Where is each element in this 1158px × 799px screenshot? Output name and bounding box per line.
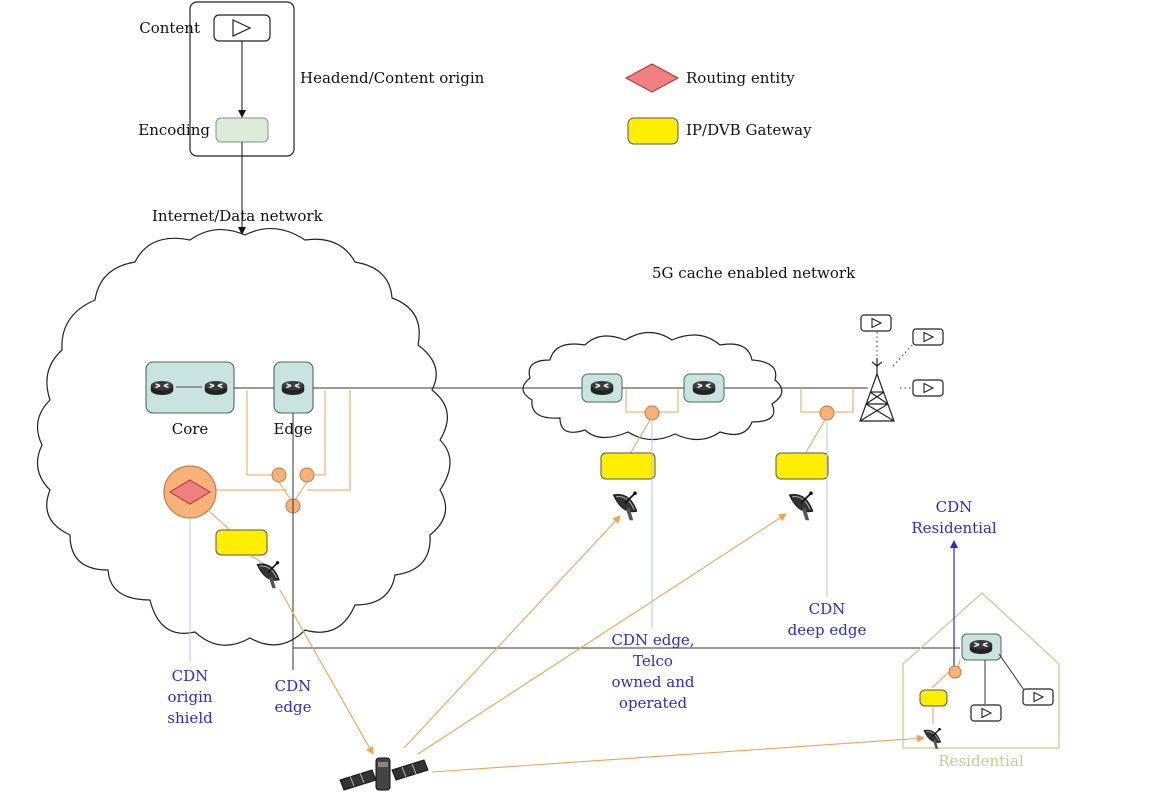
satellite-links xyxy=(279,513,925,773)
router-icon xyxy=(281,380,305,396)
gateway-box xyxy=(919,689,948,707)
router-icon xyxy=(969,639,993,655)
gateway-box xyxy=(600,452,656,480)
gateway-box xyxy=(775,452,829,480)
cdn-origin-shield-line2: origin xyxy=(167,688,212,706)
core-label: Core xyxy=(172,420,209,438)
routing-entity-legend-icon xyxy=(624,63,680,93)
cdn-deep-edge-line2: deep edge xyxy=(788,621,867,639)
play-icon xyxy=(970,704,1002,722)
internet-label: Internet/Data network xyxy=(152,207,324,225)
router-icon xyxy=(150,380,174,396)
cdn-telco-edge-line3: owned and xyxy=(612,673,695,691)
cdn-telco-edge-line4: operated xyxy=(619,694,688,712)
encoding-box xyxy=(215,117,269,143)
cdn-residential-line2: Residential xyxy=(911,519,997,537)
gateway-box xyxy=(215,529,268,556)
routing-entity-icon xyxy=(169,479,211,505)
cdn-telco-edge-line2: Telco xyxy=(633,652,673,670)
satellite-dish-icon xyxy=(612,490,638,522)
play-icon xyxy=(860,314,892,332)
legend-routing-entity: Routing entity xyxy=(686,69,795,87)
cache-node xyxy=(271,467,287,483)
residential-label: Residential xyxy=(938,752,1024,770)
cell-tower-icon xyxy=(859,358,895,422)
cdn-origin-shield-line1: CDN xyxy=(172,667,209,685)
cache-node xyxy=(819,405,835,421)
internet-cloud-shape xyxy=(36,227,451,646)
cdn-deep-edge-line1: CDN xyxy=(809,600,846,618)
cache-node xyxy=(644,405,660,421)
headend-origin-label: Headend/Content origin xyxy=(300,69,485,87)
legend-gateway: IP/DVB Gateway xyxy=(686,121,812,139)
play-icon xyxy=(912,328,944,346)
cache-node xyxy=(948,665,962,679)
network5g-cloud-shape xyxy=(522,331,783,441)
gateway-legend-icon xyxy=(627,117,679,145)
router-icon xyxy=(590,380,614,396)
cdn-residential-line1: CDN xyxy=(936,498,973,516)
cdn-origin-shield-line3: shield xyxy=(167,709,213,727)
encoding-label: Encoding xyxy=(138,121,210,139)
content-label: Content xyxy=(139,19,200,37)
play-icon xyxy=(1022,688,1054,706)
satellite-dish-icon xyxy=(923,727,942,750)
cdn-edge-line1: CDN xyxy=(275,677,312,695)
cdn-telco-edge-line1: CDN edge, xyxy=(611,631,694,649)
residential-house xyxy=(902,592,1060,749)
content-play-icon xyxy=(213,14,271,42)
satellite-dish-icon xyxy=(788,490,814,522)
cache-node xyxy=(299,467,315,483)
play-icon xyxy=(912,379,944,397)
router-icon xyxy=(692,380,716,396)
router-icon xyxy=(204,380,228,396)
satellite-icon xyxy=(339,757,429,791)
cdn-edge-line2: edge xyxy=(275,698,312,716)
network5g-label: 5G cache enabled network xyxy=(652,264,856,282)
